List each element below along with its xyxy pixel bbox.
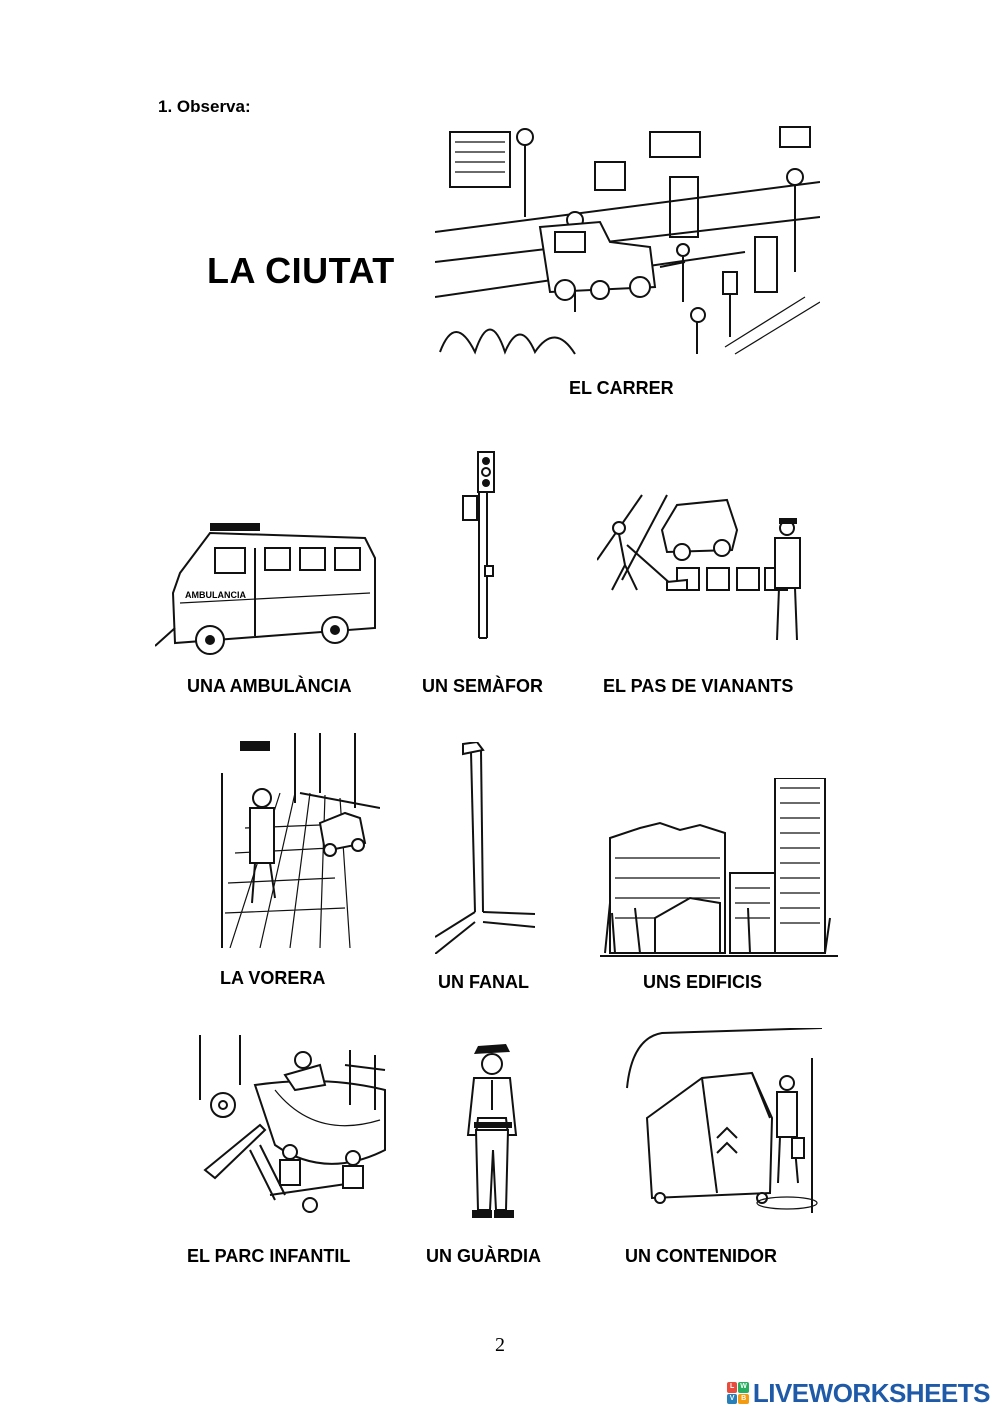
label-crosswalk: EL PAS DE VIANANTS: [603, 676, 794, 696]
exercise-instruction: Observa:: [176, 97, 251, 116]
liveworksheets-logo: L W V B LIVEWORKSHEETS: [726, 1377, 991, 1408]
label-traffic-light: UN SEMÀFOR: [422, 676, 543, 696]
logo-grid-icon: L W V B: [726, 1382, 749, 1404]
playground-icon: [185, 1030, 390, 1215]
page-number: 2: [495, 1334, 505, 1356]
ambulance-icon: AMBULANCIA: [155, 518, 380, 656]
label-container: UN CONTENIDOR: [625, 1246, 777, 1266]
buildings-icon: [600, 778, 838, 958]
label-buildings: UNS EDIFICIS: [643, 972, 763, 992]
exercise-heading: 1. Observa:: [158, 97, 251, 117]
police-officer-icon: [460, 1040, 525, 1223]
traffic-light-icon: [455, 448, 500, 643]
label-police-officer: UN GUÀRDIA: [426, 1246, 541, 1266]
exercise-number: 1.: [158, 97, 173, 116]
label-ambulance: UNA AMBULÀNCIA: [187, 676, 352, 696]
container-icon: [622, 1028, 830, 1213]
sidewalk-icon: [220, 733, 380, 948]
label-sidewalk: LA VORERA: [220, 968, 326, 988]
crosswalk-icon: [597, 490, 822, 645]
page-title: LA CIUTAT: [207, 250, 395, 291]
street-scene-icon: [435, 122, 820, 360]
label-playground: EL PARC INFANTIL: [187, 1246, 351, 1266]
label-street: EL CARRER: [569, 378, 674, 398]
svg-text:AMBULANCIA: AMBULANCIA: [185, 590, 246, 600]
brand-name: LIVEWORKSHEETS: [752, 1377, 991, 1408]
label-streetlamp: UN FANAL: [438, 972, 529, 992]
streetlamp-icon: [435, 742, 535, 954]
